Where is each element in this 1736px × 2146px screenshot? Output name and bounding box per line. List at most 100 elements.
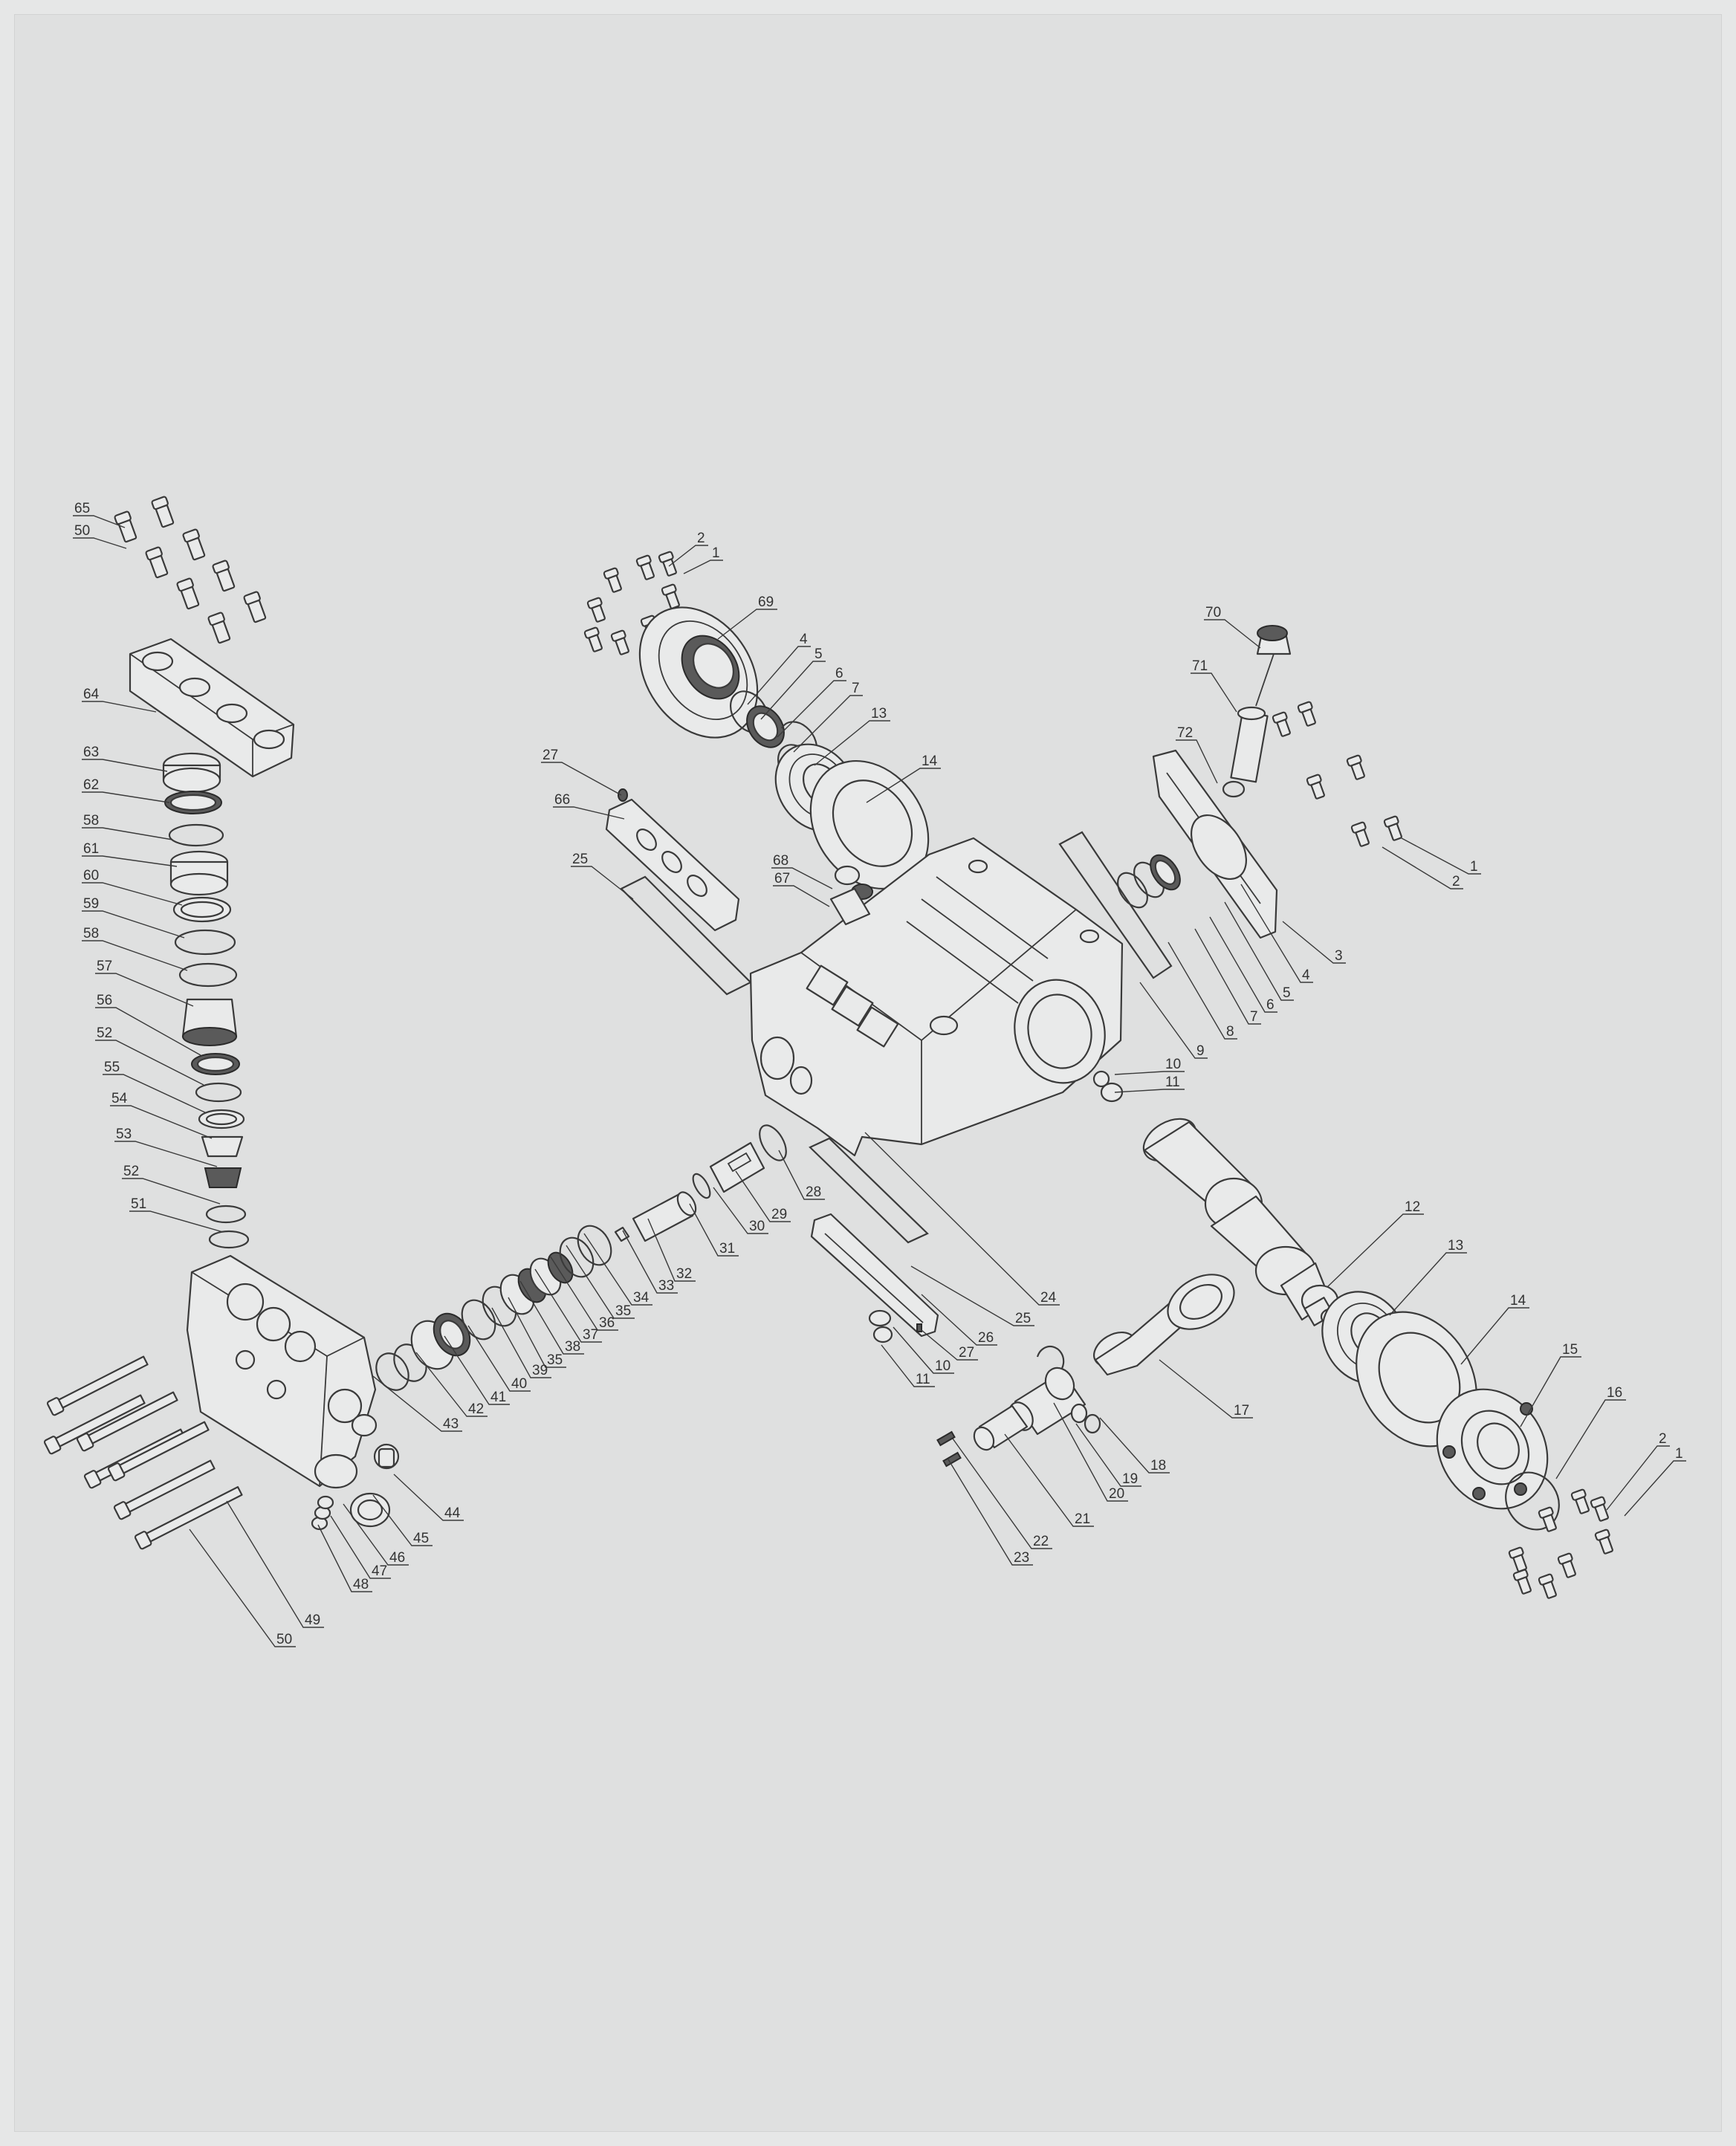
- leader-line-c21: [1004, 1433, 1094, 1527]
- callout-c6b: 6: [1266, 997, 1275, 1013]
- callout-c28: 28: [806, 1184, 821, 1200]
- leader-line-c40: [467, 1325, 531, 1392]
- leader-line-c52b: [122, 1178, 221, 1205]
- callout-c51: 51: [131, 1196, 146, 1212]
- leader-line-c58b: [82, 940, 188, 971]
- callout-c48: 48: [353, 1577, 369, 1592]
- callout-c44: 44: [444, 1505, 461, 1521]
- leader-line-c18: [1099, 1417, 1170, 1474]
- callout-c1a: 1: [712, 545, 720, 561]
- callout-c2a: 2: [697, 531, 705, 546]
- callout-c18: 18: [1150, 1458, 1166, 1474]
- leader-line-c45: [372, 1494, 433, 1546]
- callout-c12: 12: [1405, 1199, 1420, 1215]
- callout-c66: 66: [554, 792, 570, 808]
- callout-c31: 31: [719, 1241, 735, 1257]
- leader-line-c36: [549, 1255, 618, 1331]
- callout-c30: 30: [749, 1219, 765, 1234]
- leader-line-c55: [103, 1074, 207, 1114]
- callout-c11a: 11: [1165, 1074, 1180, 1090]
- leader-line-c15: [1520, 1356, 1581, 1427]
- leader-line-c10a: [1114, 1071, 1185, 1075]
- leader-line-c63: [82, 759, 168, 772]
- callout-c42: 42: [468, 1401, 484, 1417]
- leader-line-c7b: [1194, 928, 1261, 1025]
- leader-line-c47: [330, 1515, 391, 1579]
- bearing-cover-bolts: [583, 551, 680, 655]
- rear-cover-bolts: [1272, 701, 1402, 847]
- callout-c23: 23: [1014, 1550, 1029, 1566]
- leader-line-c59: [82, 910, 185, 939]
- leader-line-c54: [110, 1105, 213, 1139]
- leader-line-c16: [1555, 1399, 1626, 1479]
- leader-line-c11b: [881, 1344, 935, 1387]
- leader-line-c49: [226, 1500, 324, 1628]
- crosshead: [936, 1345, 1101, 1468]
- leader-line-c1a: [683, 560, 723, 574]
- callout-c1b: 1: [1470, 859, 1478, 875]
- callout-c69: 69: [758, 594, 774, 610]
- callout-c40: 40: [511, 1376, 527, 1392]
- callout-c50a: 50: [74, 523, 90, 539]
- callout-c27b: 27: [959, 1345, 974, 1361]
- callout-c15: 15: [1562, 1342, 1578, 1358]
- leader-line-c14b: [1460, 1307, 1529, 1365]
- callout-c64: 64: [83, 687, 100, 702]
- callout-c36: 36: [599, 1315, 615, 1331]
- callout-c9: 9: [1196, 1043, 1205, 1059]
- oil-filler-tube: [829, 865, 873, 926]
- leader-line-c3: [1282, 921, 1346, 964]
- callout-c50b: 50: [276, 1632, 292, 1647]
- leader-line-c30: [713, 1187, 768, 1234]
- callout-c5b: 5: [1283, 985, 1291, 1001]
- drain-plugs: [311, 1443, 400, 1531]
- leader-line-c57: [95, 973, 194, 1007]
- plunger-seal-stack: [375, 1124, 787, 1391]
- manifold-long-bolts: [43, 1355, 243, 1550]
- rear-cover-and-gasket: [1058, 749, 1278, 1103]
- callout-c60: 60: [83, 868, 99, 884]
- leader-line-c71: [1191, 672, 1237, 713]
- callout-c10a: 10: [1165, 1057, 1181, 1072]
- leader-line-c28: [778, 1150, 825, 1200]
- leader-line-c34: [583, 1233, 652, 1306]
- valve-stack: [162, 752, 250, 1249]
- leader-line-c26: [921, 1294, 997, 1346]
- leader-line-c2a: [668, 545, 708, 567]
- callout-c27a: 27: [542, 748, 558, 763]
- leader-line-c52a: [95, 1040, 204, 1086]
- leader-line-c17: [1159, 1359, 1253, 1419]
- leader-line-c51: [129, 1210, 224, 1233]
- leader-line-c24: [864, 1132, 1060, 1306]
- callout-labels: 6550646362586160595857565255545352514950…: [74, 501, 1683, 1647]
- leader-line-c43: [372, 1375, 462, 1432]
- leader-line-c2b: [1382, 846, 1463, 889]
- leader-line-c11a: [1114, 1089, 1185, 1093]
- callout-c24: 24: [1040, 1290, 1057, 1306]
- callout-c16: 16: [1607, 1385, 1622, 1401]
- leader-line-c39: [491, 1307, 551, 1378]
- callout-c56: 56: [97, 993, 112, 1008]
- callout-c4a: 4: [800, 632, 808, 647]
- callout-c7b: 7: [1250, 1009, 1258, 1025]
- callout-c35a: 35: [547, 1352, 563, 1368]
- callout-c2c: 2: [1659, 1431, 1667, 1447]
- callout-c43: 43: [443, 1416, 459, 1432]
- leader-line-c32: [647, 1218, 696, 1282]
- callout-c39: 39: [532, 1363, 548, 1378]
- callout-c58b: 58: [83, 926, 99, 941]
- callout-c55: 55: [104, 1060, 120, 1075]
- leader-line-c25b: [910, 1265, 1034, 1326]
- callout-c1c: 1: [1675, 1446, 1683, 1462]
- leader-line-c27a: [541, 762, 622, 796]
- leader-line-c48: [317, 1524, 372, 1592]
- callout-c13a: 13: [871, 706, 887, 722]
- leader-line-c35b: [566, 1245, 635, 1319]
- leader-line-c41: [444, 1335, 510, 1405]
- leader-line-c6b: [1209, 916, 1277, 1013]
- leader-line-c4b: [1240, 884, 1313, 983]
- callout-c19: 19: [1122, 1471, 1138, 1487]
- callout-c41: 41: [490, 1390, 506, 1405]
- leader-line-c44: [393, 1474, 464, 1521]
